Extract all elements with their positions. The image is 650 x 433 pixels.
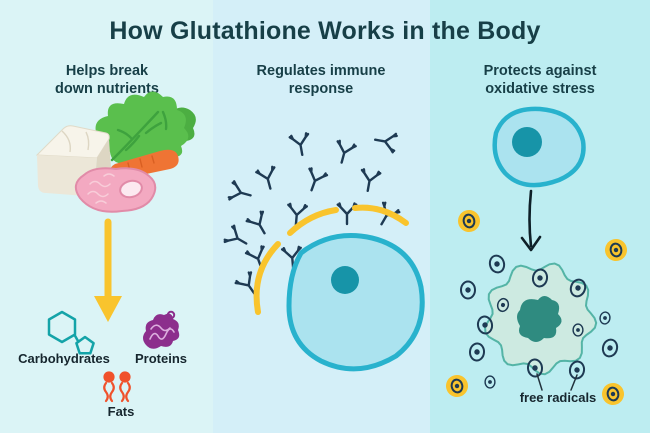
free-radical-icon (569, 278, 587, 298)
free-radical-icon (468, 342, 486, 362)
antibody-icon (245, 210, 266, 235)
free-radical-icon (460, 280, 476, 300)
heading-immune-line2: response (288, 80, 354, 97)
antibody-icon (360, 168, 382, 193)
highlighted-free-radical-icon (605, 239, 627, 261)
heading-nutrients-line1: Helps break (65, 63, 149, 79)
antibody-icon (308, 167, 329, 192)
protein-ribbon-icon (143, 310, 180, 349)
down-arrow-icon (94, 218, 122, 322)
heading-immune-line1: Regulates immune (256, 63, 386, 79)
fat-lipid-icon (103, 371, 131, 403)
antibody-icon (234, 271, 256, 295)
free-radical-field (460, 254, 619, 389)
immune-group (223, 132, 425, 372)
panel-nutrients-background (0, 0, 213, 433)
antibody-icon (255, 165, 276, 190)
highlighted-free-radical-icon (446, 375, 468, 397)
free-radical-icon (601, 338, 619, 358)
heading-oxidative-line1: Protects against (483, 63, 597, 79)
kale-leaf-icon (95, 91, 196, 168)
heading-immune: Regulates immune response (236, 63, 406, 98)
free-radical-icon (526, 358, 544, 378)
free-radical-icon (488, 254, 506, 274)
highlighted-free-radical-field (446, 210, 627, 405)
free-radical-icon (484, 375, 496, 389)
heading-nutrients-line2: down nutrients (55, 80, 159, 97)
label-fats: Fats (107, 404, 135, 419)
antibody-icon (336, 139, 357, 164)
free-radical-icon (496, 297, 510, 313)
highlighted-free-radical-icon (458, 210, 480, 232)
oxidative-group (446, 106, 627, 405)
label-proteins: Proteins (134, 351, 187, 366)
carbohydrate-molecule-icon (47, 310, 95, 355)
antibody-field (223, 132, 401, 295)
down-arrow-black-icon (520, 189, 542, 252)
page-title: How Glutathione Works in the Body (109, 17, 541, 45)
antibody-icon (287, 202, 309, 227)
damaged-cell-icon (484, 262, 598, 376)
ham-slice-icon (74, 167, 157, 213)
heading-nutrients: Helps break down nutrients (22, 63, 192, 98)
immune-cell-icon (286, 233, 425, 372)
antibody-icon (223, 224, 248, 245)
protective-arc-icon (253, 204, 409, 315)
antibody-icon (336, 202, 358, 226)
label-carbohydrates: Carbohydrates (18, 351, 110, 366)
antibody-icon (280, 245, 302, 270)
heading-oxidative-line2: oxidative stress (485, 80, 595, 97)
food-group (35, 91, 196, 403)
heading-oxidative: Protects against oxidative stress (455, 63, 625, 98)
antibody-icon (227, 180, 252, 201)
antibody-icon (373, 132, 398, 154)
free-radical-icon (599, 311, 611, 325)
free-radical-icon (572, 323, 584, 337)
healthy-cell-icon (492, 106, 586, 188)
label-free-radicals: free radicals (519, 390, 597, 405)
free-radicals-pointer-lines (536, 373, 578, 391)
antibody-icon (244, 245, 265, 270)
free-radical-icon (476, 315, 494, 335)
highlighted-free-radical-icon (602, 383, 624, 405)
antibody-icon (288, 132, 310, 157)
free-radical-icon (531, 268, 549, 288)
